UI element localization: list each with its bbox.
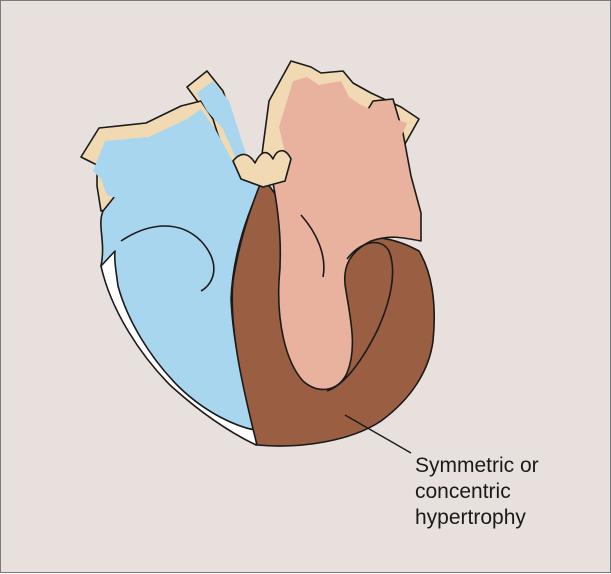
annotation-line-2: concentric <box>415 479 605 505</box>
annotation-line-1: Symmetric or <box>415 453 605 479</box>
annotation-line-3: hypertrophy <box>415 505 605 531</box>
